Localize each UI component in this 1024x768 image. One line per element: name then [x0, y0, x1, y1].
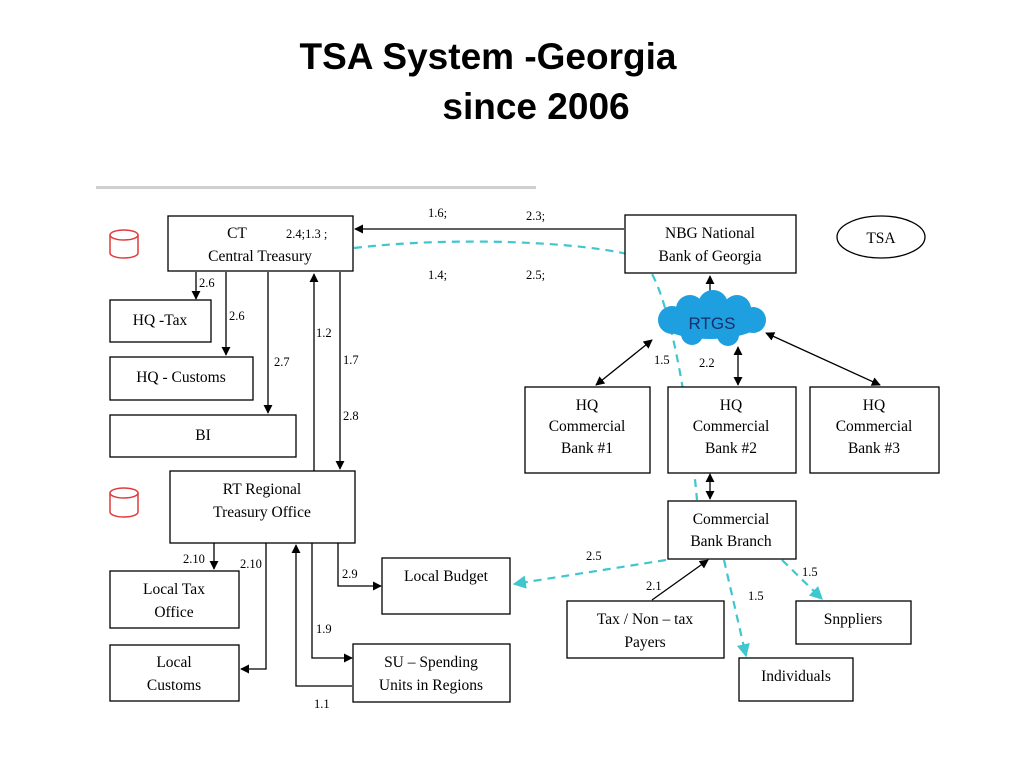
edge-label: 1.5 — [748, 589, 764, 603]
edge-label: 2.2 — [699, 356, 715, 370]
individuals-label: Individuals — [761, 668, 831, 685]
edge-rtgs-bank3 — [765, 332, 881, 386]
node-nbg — [624, 214, 797, 274]
edge-rt-localcustoms — [240, 543, 267, 674]
edge-su-rt — [291, 544, 352, 687]
node-hq-customs — [109, 356, 254, 401]
node-bank-3 — [809, 386, 940, 474]
edge-label: 2.5; — [526, 268, 545, 282]
edge-payers-branch — [651, 559, 709, 601]
node-bank-branch — [667, 500, 797, 560]
database-icon — [109, 487, 139, 518]
local-budget-label: Local Budget — [404, 568, 489, 585]
local-tax-line-2: Office — [154, 604, 193, 621]
edge-label: 1.6; — [428, 206, 447, 220]
bank2-line-3: Bank #2 — [705, 440, 757, 457]
payers-line-2: Payers — [624, 634, 665, 651]
bank3-line-1: HQ — [863, 397, 885, 414]
hq-tax-label: HQ -Tax — [133, 312, 188, 329]
edge-label: 1.2 — [316, 326, 332, 340]
edge-label: 2.3; — [526, 209, 545, 223]
edge-label: 1.4; — [428, 268, 447, 282]
node-local-customs — [109, 644, 240, 702]
bank1-line-2: Commercial — [549, 418, 626, 435]
edge-label: 2.6 — [229, 309, 245, 323]
edge-label: 1.9 — [316, 622, 332, 636]
rt-line-1: RT Regional — [223, 481, 301, 498]
hq-customs-label: HQ - Customs — [136, 369, 226, 386]
edge-label: 2.9 — [342, 567, 358, 581]
node-tsa — [836, 215, 926, 259]
node-hq-tax — [109, 299, 212, 343]
branch-line-2: Bank Branch — [690, 533, 772, 550]
ct-line-1: CT — [227, 225, 247, 242]
su-line-1: SU – Spending — [384, 654, 478, 671]
node-central-treasury — [167, 215, 354, 272]
tsa-label: TSA — [866, 230, 896, 247]
edge-label: 2.1 — [646, 579, 662, 593]
flow-branch-suppliers — [781, 559, 823, 600]
edge-label: 1.5 — [802, 565, 818, 579]
title-line-2: since 2006 — [442, 86, 630, 127]
edge-label: 1.1 — [314, 697, 330, 711]
local-customs-line-1: Local — [156, 654, 191, 671]
flow-branch-localbudget — [512, 558, 667, 589]
suppliers-label: Snppliers — [824, 611, 883, 628]
edge-label: 2.10 — [183, 552, 205, 566]
node-tax-payers — [566, 600, 725, 659]
node-suppliers — [795, 600, 912, 645]
local-tax-line-1: Local Tax — [143, 581, 205, 598]
payers-line-1: Tax / Non – tax — [597, 611, 693, 628]
edge-rtgs-bank1 — [595, 339, 653, 386]
bank2-line-1: HQ — [720, 397, 742, 414]
node-regional-treasury — [169, 470, 356, 544]
node-local-budget — [381, 557, 511, 615]
branch-line-1: Commercial — [693, 511, 770, 528]
bank1-line-1: HQ — [576, 397, 598, 414]
bank3-line-3: Bank #3 — [848, 440, 900, 457]
edge-rt-su — [311, 543, 353, 663]
node-individuals — [738, 657, 854, 702]
edge-label: 2.5 — [586, 549, 602, 563]
su-line-2: Units in Regions — [379, 677, 483, 694]
edge-label: 1.5 — [654, 353, 670, 367]
nbg-line-1: NBG National — [665, 225, 755, 242]
local-customs-line-2: Customs — [147, 677, 201, 694]
edge-label: 2.10 — [240, 557, 262, 571]
bi-label: BI — [195, 427, 211, 444]
edge-label: 2.7 — [274, 355, 290, 369]
node-spending-units — [352, 643, 511, 703]
bank2-line-2: Commercial — [693, 418, 770, 435]
edge-label: 1.7 — [343, 353, 359, 367]
ct-line-2: Central Treasury — [208, 248, 312, 265]
rt-line-2: Treasury Office — [213, 504, 311, 521]
bank3-line-2: Commercial — [836, 418, 913, 435]
node-bi — [109, 414, 297, 458]
rtgs-label: RTGS — [689, 314, 736, 333]
title-line-1: TSA System -Georgia — [299, 36, 677, 77]
faded-heading-remnant — [96, 186, 536, 189]
edge-label: 2.6 — [199, 276, 215, 290]
rtgs-cloud-icon — [658, 290, 766, 346]
edge-rt-localbudget — [337, 543, 382, 591]
nbg-line-2: Bank of Georgia — [658, 248, 761, 265]
bank1-line-3: Bank #1 — [561, 440, 613, 457]
flow-branch-individuals — [722, 559, 750, 658]
database-icon — [109, 229, 139, 259]
node-bank-2 — [667, 386, 797, 474]
edge-label: 2.8 — [343, 409, 359, 423]
ct-ref: 2.4;1.3 ; — [286, 227, 327, 241]
node-bank-1 — [524, 386, 651, 474]
node-local-tax-office — [109, 570, 240, 629]
